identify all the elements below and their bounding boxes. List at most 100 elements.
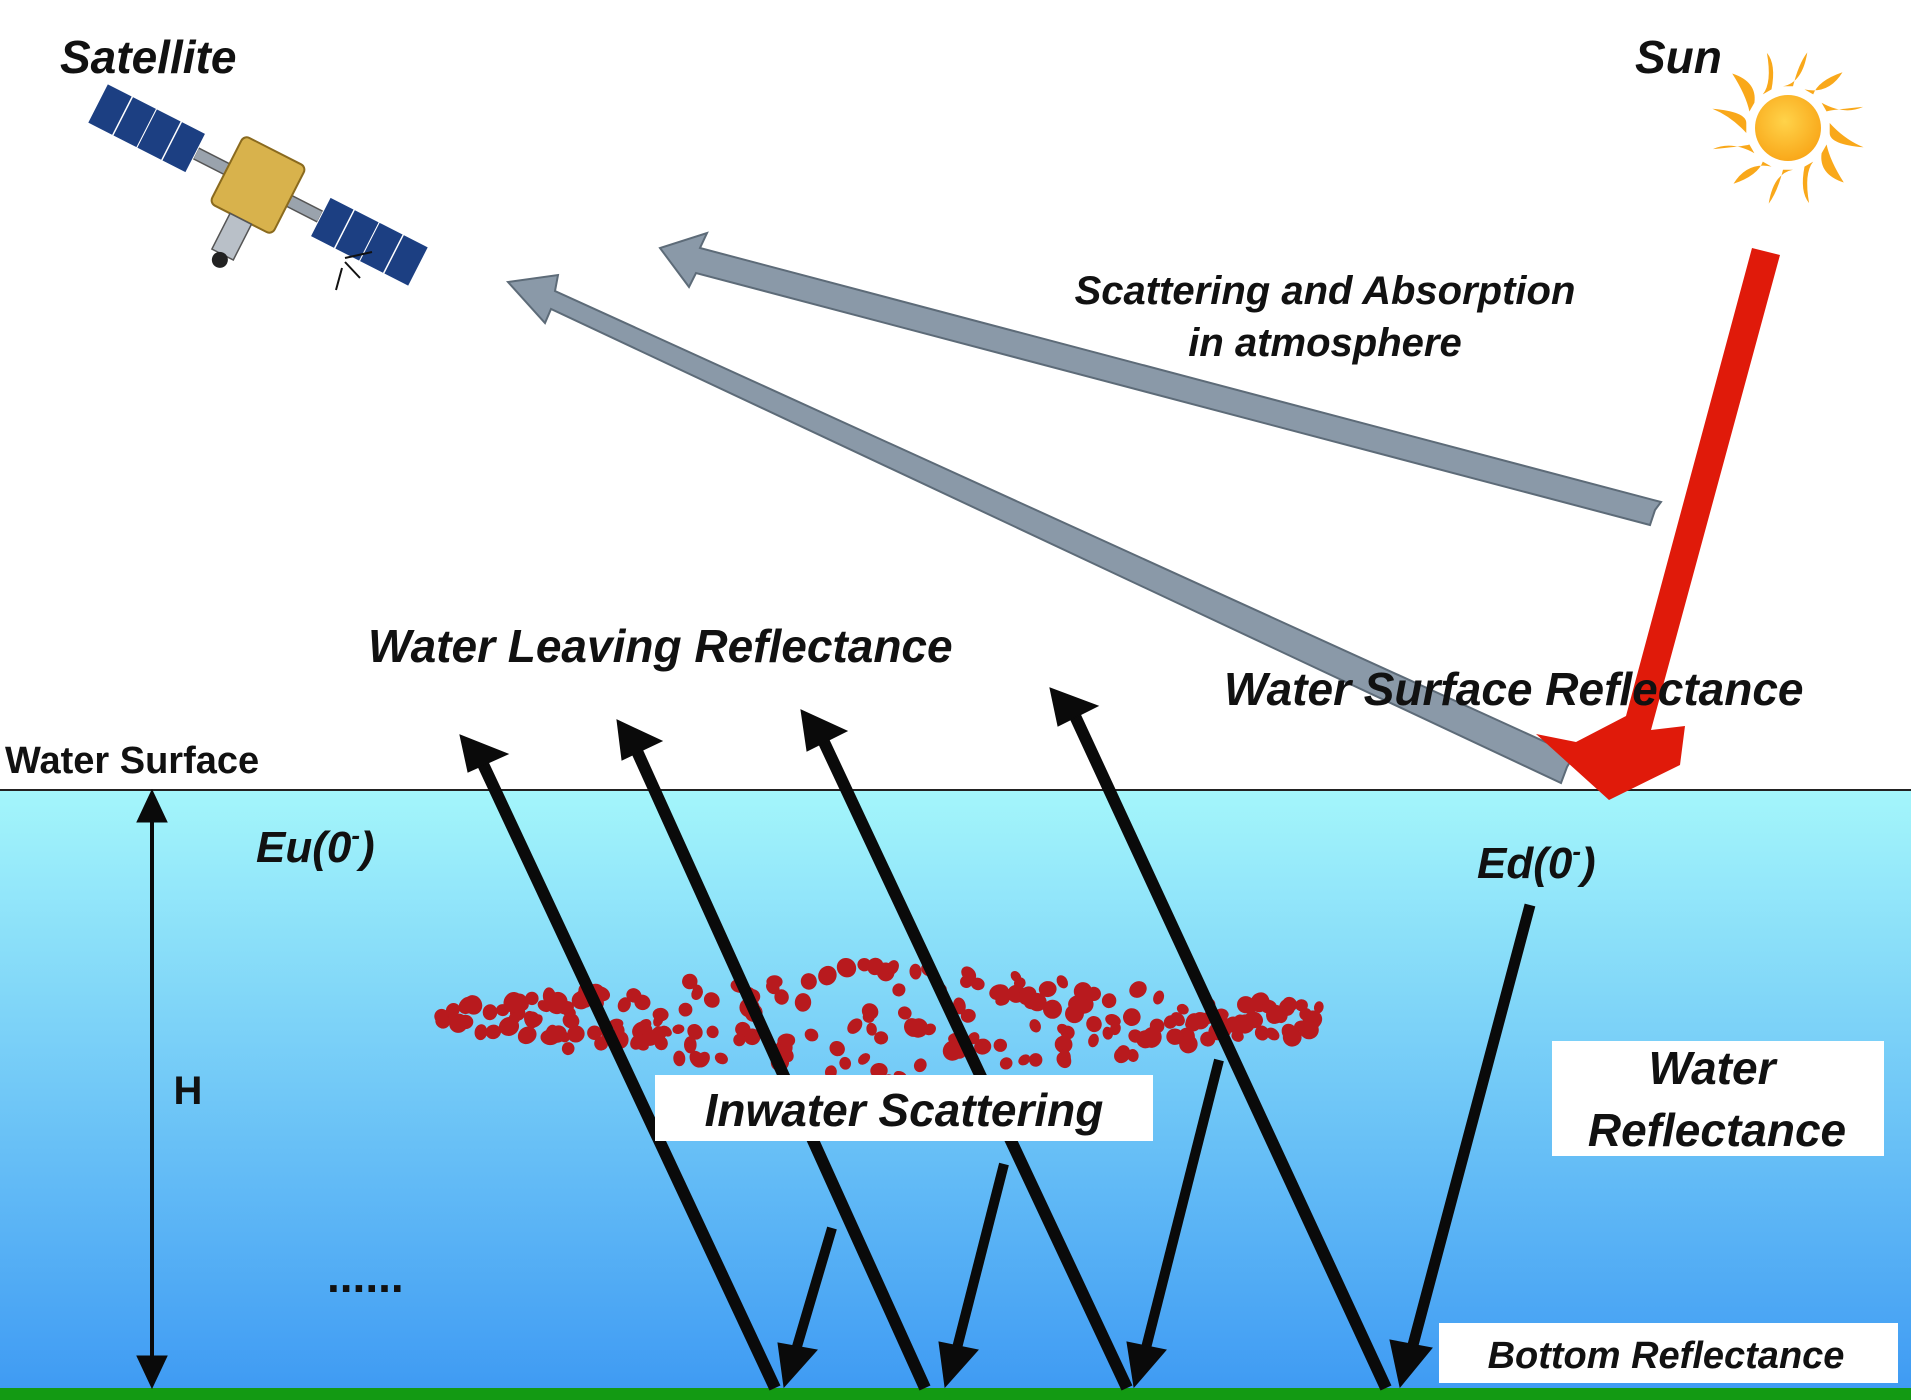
particle xyxy=(1127,1049,1139,1062)
particle xyxy=(1153,990,1165,1005)
particle xyxy=(908,1018,929,1038)
particle xyxy=(556,1029,570,1043)
sun-ray xyxy=(1762,52,1774,95)
particle xyxy=(970,977,985,991)
particle xyxy=(1194,1012,1209,1025)
downwelling-arrow-ed-head xyxy=(1389,1339,1433,1389)
satellite-icon xyxy=(86,83,430,287)
particle xyxy=(1313,1001,1324,1014)
particle xyxy=(913,1058,927,1073)
downwelling-arrow-ed xyxy=(1407,903,1536,1347)
particle xyxy=(800,973,817,990)
light-path-arrows xyxy=(136,687,1536,1391)
particle xyxy=(1129,981,1147,998)
particle xyxy=(804,1028,819,1042)
particle xyxy=(1122,1008,1141,1026)
particle xyxy=(653,1014,664,1027)
particle xyxy=(1038,981,1057,998)
particle xyxy=(1176,1003,1189,1015)
particle xyxy=(706,1025,719,1039)
water-leaving-arrow-4-head xyxy=(1049,687,1100,727)
particle xyxy=(1142,1026,1162,1048)
particle xyxy=(993,1038,1007,1052)
particle xyxy=(960,1008,976,1023)
particle xyxy=(847,1018,863,1034)
particle xyxy=(1254,1025,1270,1041)
ellipsis-label: ...... xyxy=(327,1250,404,1302)
particle xyxy=(546,995,566,1015)
water-leaving-arrow-3-head xyxy=(800,709,849,752)
water-leaving-label: Water Leaving Reflectance xyxy=(368,620,953,672)
particle xyxy=(626,988,642,1003)
particle xyxy=(1237,996,1255,1014)
particle xyxy=(1299,1020,1319,1040)
particle xyxy=(1134,1031,1147,1044)
inwater-scattering-label: Inwater Scattering xyxy=(705,1084,1104,1136)
particle xyxy=(870,1062,888,1079)
sun-ray xyxy=(1783,52,1808,87)
particle xyxy=(818,965,837,986)
satellite-label: Satellite xyxy=(60,31,236,83)
scatter-down-arrow-3-head xyxy=(1126,1341,1167,1389)
particle xyxy=(897,1006,912,1020)
particle xyxy=(503,991,523,1013)
particle xyxy=(1088,1033,1099,1048)
particle xyxy=(886,960,899,975)
particle xyxy=(1029,1019,1041,1033)
particle xyxy=(1116,1045,1130,1058)
particle xyxy=(909,963,922,980)
scatter-down-arrow-1 xyxy=(791,1226,837,1352)
sun-ray xyxy=(1732,73,1755,112)
particle xyxy=(1179,1034,1198,1054)
particle xyxy=(829,1040,845,1057)
particle xyxy=(974,1038,992,1055)
particle xyxy=(435,1014,451,1029)
particle xyxy=(594,1036,609,1051)
eu-label: Eu(0-) xyxy=(256,820,375,872)
particle xyxy=(766,980,780,995)
particle xyxy=(1279,999,1295,1016)
particle xyxy=(457,1014,474,1030)
particle xyxy=(1231,1014,1248,1033)
particle xyxy=(836,957,857,978)
satellite-signal-icon xyxy=(335,251,373,291)
particle xyxy=(508,1012,521,1025)
water-leaving-arrow-2 xyxy=(630,746,931,1391)
atmosphere-scatter-arrow-lower xyxy=(505,273,1576,785)
sun-ray xyxy=(1768,169,1793,204)
particle xyxy=(485,1024,502,1040)
particle xyxy=(445,1002,460,1017)
particle xyxy=(691,987,703,1000)
particle xyxy=(678,1002,693,1017)
particle xyxy=(682,973,698,990)
particle xyxy=(733,1033,746,1047)
sun-ray xyxy=(1802,161,1814,204)
water-leaving-arrow-1 xyxy=(476,759,781,1391)
particle xyxy=(1166,1028,1184,1045)
scatter-down-arrow-1-head xyxy=(777,1342,818,1389)
particle xyxy=(687,1023,703,1040)
particle xyxy=(999,1057,1013,1070)
water-reflectance-box xyxy=(1552,1041,1884,1156)
particle xyxy=(567,1025,585,1043)
particle xyxy=(1244,1011,1264,1029)
particle xyxy=(673,1050,686,1067)
particle xyxy=(463,995,483,1015)
particle xyxy=(482,1004,498,1021)
bottom-reflectance-box xyxy=(1439,1323,1898,1383)
particle xyxy=(774,989,789,1005)
particle xyxy=(1086,1016,1102,1033)
sun-ray xyxy=(1712,108,1747,133)
particle xyxy=(1058,1049,1071,1065)
particle xyxy=(794,993,812,1012)
sun-icon xyxy=(1712,52,1864,204)
sun-ray xyxy=(1821,102,1864,112)
particle xyxy=(1110,1022,1121,1036)
particle xyxy=(892,983,906,997)
particle xyxy=(1028,1053,1043,1067)
water-reflectance-label-line2: Reflectance xyxy=(1588,1104,1846,1156)
particle xyxy=(989,984,1009,1001)
particle xyxy=(714,1052,728,1065)
particle xyxy=(672,1024,685,1035)
